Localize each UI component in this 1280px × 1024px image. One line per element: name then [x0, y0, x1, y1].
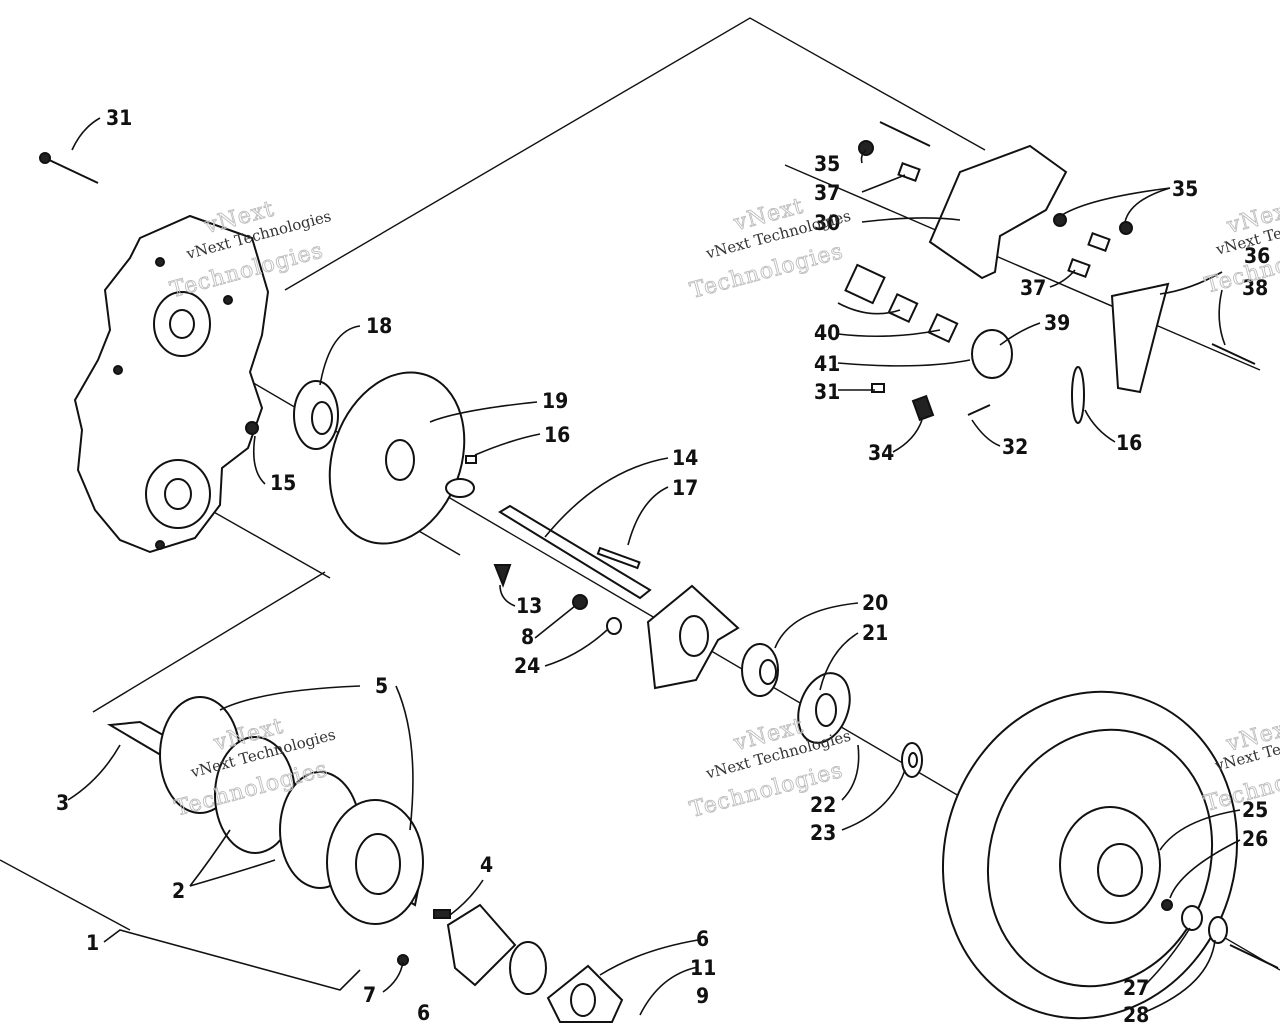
callout-3: 3: [56, 791, 69, 815]
callout-21: 21: [862, 621, 888, 645]
callout-19: 17: [672, 476, 698, 500]
callout-40: 40: [814, 321, 840, 345]
callout-6-lower: 6: [417, 1001, 430, 1024]
callout-23: 24: [514, 654, 540, 678]
callout-35-left: 35: [814, 152, 840, 176]
callout-34: 34: [868, 441, 894, 465]
callout-6-upper: 6: [696, 927, 709, 951]
callout-38: 38: [1242, 276, 1268, 300]
callout-22: 22: [810, 793, 836, 817]
flange-21: [797, 672, 851, 744]
brake-bracket-assembly: [844, 121, 1256, 424]
callout-7: 7: [363, 983, 376, 1007]
callout-1: 1: [86, 931, 99, 955]
callout-2: 2: [172, 879, 185, 903]
callout-35-right: 35: [1172, 177, 1198, 201]
callout-28: 28: [1123, 1003, 1149, 1024]
callout-25: 25: [1242, 798, 1268, 822]
callout-31: 31: [814, 380, 840, 404]
callout-11: 11: [690, 956, 716, 980]
callout-27: 27: [1123, 976, 1149, 1000]
callout-12: 14: [672, 446, 698, 470]
callout-9: 9: [696, 984, 709, 1008]
callout-37-right: 37: [1020, 276, 1046, 300]
callout-26: 26: [1242, 827, 1268, 851]
bearing-flange-14: [293, 380, 339, 450]
callout-14: 18: [366, 314, 392, 338]
callout-labels: 31 18 19 16 15 14 17 13 8 24 20 21 22 23…: [56, 106, 1270, 1024]
callout-18: 16: [1116, 431, 1142, 455]
callout-4: 4: [480, 853, 493, 877]
callout-36: 36: [1244, 244, 1270, 268]
key-19: [596, 546, 641, 570]
driven-pulley-25: [941, 690, 1239, 1020]
callout-39: 39: [1044, 311, 1070, 335]
callout-5: 5: [375, 674, 388, 698]
callout-24: 23: [810, 821, 836, 845]
leader-lines: [67, 117, 1241, 1016]
callout-41: 41: [814, 352, 840, 376]
assembly-outline: [0, 17, 986, 931]
washer-stack: [1161, 899, 1279, 969]
callout-20: 20: [862, 591, 888, 615]
callout-33: 31: [106, 106, 132, 130]
callout-8: 8: [521, 625, 534, 649]
shaft-12: [445, 478, 652, 600]
lower-bearing-parts: [446, 903, 624, 1023]
brake-disc-15: [328, 371, 466, 545]
callout-30: 30: [814, 211, 840, 235]
washer-24: [901, 742, 923, 778]
small-hardware: [245, 421, 622, 966]
callout-16: 13: [516, 594, 542, 618]
callout-37-left: 37: [814, 181, 840, 205]
bolt-33: [39, 152, 99, 184]
callout-15: 19: [542, 389, 568, 413]
gear-case: [73, 214, 270, 554]
callout-32: 32: [1002, 435, 1028, 459]
drive-sprocket-assembly: [106, 696, 424, 925]
callout-17: 15: [270, 471, 296, 495]
callout-13: 16: [544, 423, 570, 447]
bearing-20: [741, 643, 779, 697]
bearing-plate: [646, 584, 740, 690]
